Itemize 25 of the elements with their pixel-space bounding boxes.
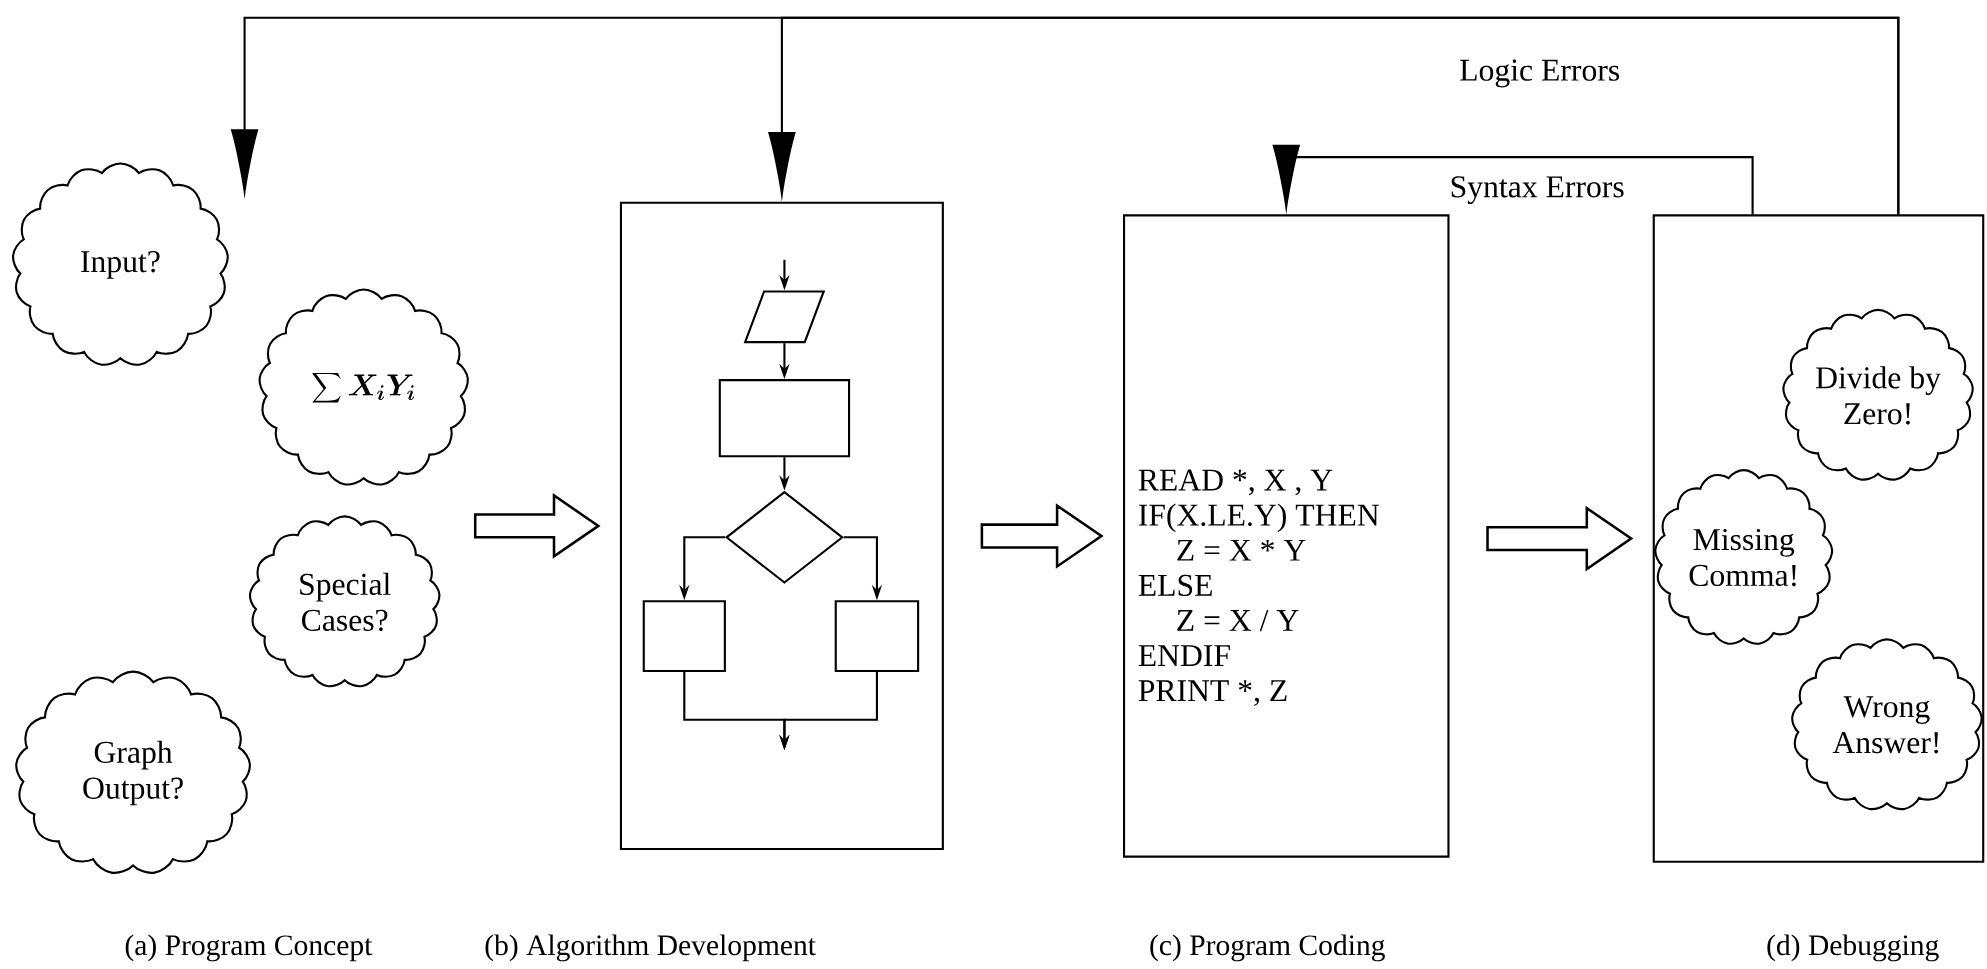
caption: (d) Debugging [1767,934,1939,962]
caption: (c) Program Coding [1150,934,1385,962]
thought-cloud: Divide by Zero! [1782,308,1974,481]
feedback-arrow [1272,144,1754,215]
edge-label: Syntax Errors [1447,173,1627,206]
block-arrow [473,492,601,559]
block-arrow [980,503,1104,569]
panel-box [619,201,944,850]
caption: (b) Algorithm Development [485,934,816,962]
thought-cloud: Wrong Answer! [1791,638,1983,810]
thought-cloud: Input? [12,162,229,366]
process-box [642,600,726,672]
edge-label: Logic Errors [1457,57,1623,90]
thought-cloud: $\sum X_i Y_i$ [258,288,469,486]
block-arrow [1486,505,1634,572]
decision-diamond [724,490,844,584]
thought-cloud: Graph Output? [15,670,251,874]
process-box [834,600,920,672]
thought-cloud: Special Cases? [248,515,441,688]
thought-cloud: Missing Comma! [1654,468,1834,645]
panel-box [1652,214,1985,863]
feedback-arrow [768,16,1900,215]
code-box: READ *, X , Y IF(X.LE.Y) THEN Z = X * Y ELSE Z = X / Y ENDIF PRINT *, Z [1123,214,1450,858]
caption: (a) Program Concept [125,934,373,962]
process-box [718,378,851,458]
